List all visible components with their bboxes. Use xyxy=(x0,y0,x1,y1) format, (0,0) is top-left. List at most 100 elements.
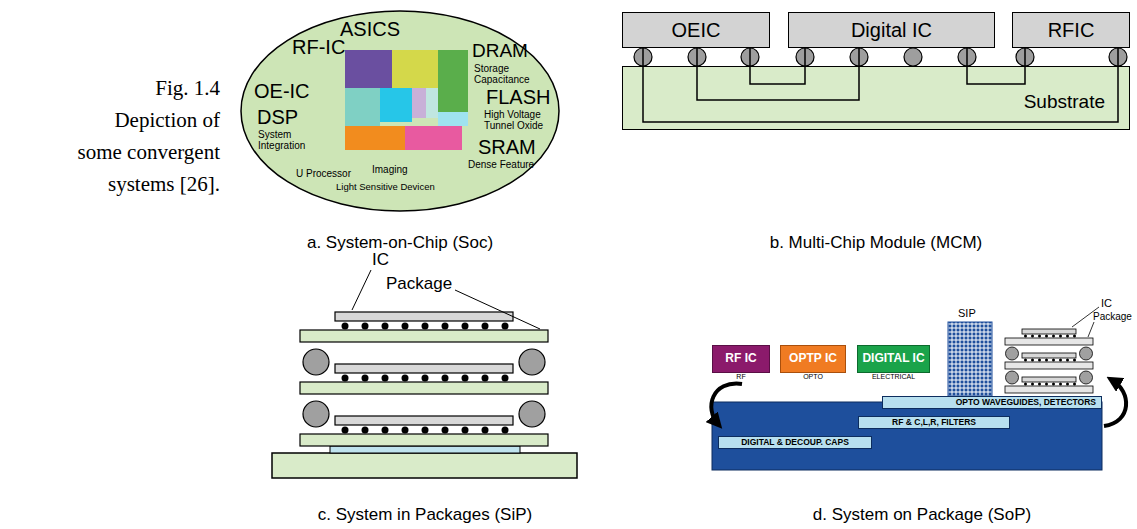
micro-bump xyxy=(1045,383,1048,386)
micro-bump xyxy=(1066,383,1069,386)
box-label: RF IC xyxy=(725,352,756,366)
micro-bump xyxy=(402,323,409,330)
solder-ball xyxy=(303,401,329,427)
micro-bump xyxy=(1052,359,1055,362)
chip-box: RFIC xyxy=(1012,12,1130,48)
micro-bump xyxy=(442,323,449,330)
micro-bump xyxy=(342,323,349,330)
micro-bump xyxy=(482,427,489,434)
box-label: Substrate xyxy=(1024,91,1105,113)
chip-box: OEIC xyxy=(622,12,770,48)
solder-ball xyxy=(519,401,545,427)
micro-bump xyxy=(462,375,469,382)
micro-bump xyxy=(402,375,409,382)
micro-bump xyxy=(1031,383,1034,386)
subfigure-caption: a. System-on-Chip (Soc) xyxy=(250,233,550,253)
box-label: OEIC xyxy=(672,19,721,42)
solder-bumps xyxy=(634,48,1127,66)
leader-line xyxy=(1088,322,1094,337)
subfigure-caption: b. Multi-Chip Module (MCM) xyxy=(726,233,1026,253)
package-plate xyxy=(300,434,548,446)
ip-block xyxy=(438,112,468,126)
micro-bump xyxy=(1038,359,1041,362)
solder-ball xyxy=(1080,371,1093,384)
block-note: System Integration xyxy=(258,129,314,151)
micro-bump xyxy=(1073,335,1076,338)
micro-bump xyxy=(1059,359,1062,362)
micro-bump xyxy=(342,375,349,382)
solder-ball xyxy=(519,349,545,375)
ic-die xyxy=(335,312,513,321)
micro-bump xyxy=(1066,359,1069,362)
block-name: DRAM xyxy=(472,40,528,62)
micro-bump xyxy=(1073,383,1076,386)
ic-die xyxy=(1022,353,1076,358)
package-plate xyxy=(1005,338,1093,345)
box-label: OPTO WAVEGUIDES, DETECTORS xyxy=(956,398,1096,408)
solder-ball xyxy=(1006,347,1019,360)
ic-die xyxy=(335,364,513,373)
ip-block xyxy=(412,88,426,118)
board xyxy=(272,453,577,478)
micro-bump xyxy=(1059,335,1062,338)
sip-module xyxy=(948,322,992,396)
block-name: FLASH xyxy=(486,86,550,109)
box-label: Digital IC xyxy=(851,19,932,42)
ic-die xyxy=(1022,329,1076,334)
micro-bump xyxy=(382,375,389,382)
block-note: Dense Feature xyxy=(468,159,534,170)
box-label: DIGITAL & DECOUP. CAPS xyxy=(741,438,849,448)
ip-block xyxy=(426,88,438,118)
micro-bump xyxy=(382,427,389,434)
block-note: High Voltage Tunnel Oxide xyxy=(484,109,550,131)
micro-bump xyxy=(1045,335,1048,338)
micro-bump xyxy=(1045,359,1048,362)
micro-bump xyxy=(1052,335,1055,338)
curved-arrow xyxy=(711,384,742,424)
box-label: OPTP IC xyxy=(789,352,837,366)
box-label: RF & C,L,R, FILTERS xyxy=(892,418,976,428)
substrate-wire xyxy=(697,48,859,100)
box-label: RFIC xyxy=(1048,19,1095,42)
part-label: Package xyxy=(1093,311,1132,323)
micro-bump xyxy=(422,375,429,382)
package-body xyxy=(712,402,1102,470)
micro-bump xyxy=(502,375,509,382)
package-stack xyxy=(300,312,548,446)
ic-die xyxy=(1022,377,1076,382)
micro-bump xyxy=(1024,383,1027,386)
chip-ellipse: ASICSRF-ICDRAMStorage CapacitanceOE-ICFL… xyxy=(240,10,560,212)
micro-bump xyxy=(362,375,369,382)
micro-bump xyxy=(382,323,389,330)
micro-bump xyxy=(1031,359,1034,362)
substrate-fill xyxy=(622,66,1130,130)
ip-block xyxy=(345,126,405,150)
solder-ball xyxy=(303,349,329,375)
part-label: SIP xyxy=(958,307,976,320)
solder-bump xyxy=(904,48,922,66)
part-label: Package xyxy=(386,274,452,294)
micro-bump xyxy=(1059,383,1062,386)
package-plate xyxy=(1005,386,1093,393)
micro-bump xyxy=(502,323,509,330)
solder-ball xyxy=(1006,371,1019,384)
substrate-box: Substrate xyxy=(622,66,1130,130)
ip-block xyxy=(345,88,380,126)
micro-bump xyxy=(502,427,509,434)
block-name: ASICS xyxy=(340,18,400,41)
micro-bump xyxy=(1038,383,1041,386)
part-label: IC xyxy=(372,250,389,270)
micro-bump xyxy=(362,323,369,330)
subfigure-caption: d. System on Package (SoP) xyxy=(772,505,1072,525)
micro-bump xyxy=(482,375,489,382)
subfigure-caption: c. System in Packages (SiP) xyxy=(275,505,575,525)
ip-block xyxy=(405,126,462,150)
block-name: SRAM xyxy=(478,136,536,159)
figure-caption: Fig. 1.4 Depiction of some convergent sy… xyxy=(70,72,220,200)
layer-band: DIGITAL & DECOUP. CAPS xyxy=(718,436,872,449)
micro-bump xyxy=(422,427,429,434)
layer-band: RF & C,L,R, FILTERS xyxy=(858,416,1010,429)
micro-bump xyxy=(362,427,369,434)
chip-box: Digital IC xyxy=(788,12,995,48)
box-sublabel: OPTO xyxy=(803,373,823,381)
